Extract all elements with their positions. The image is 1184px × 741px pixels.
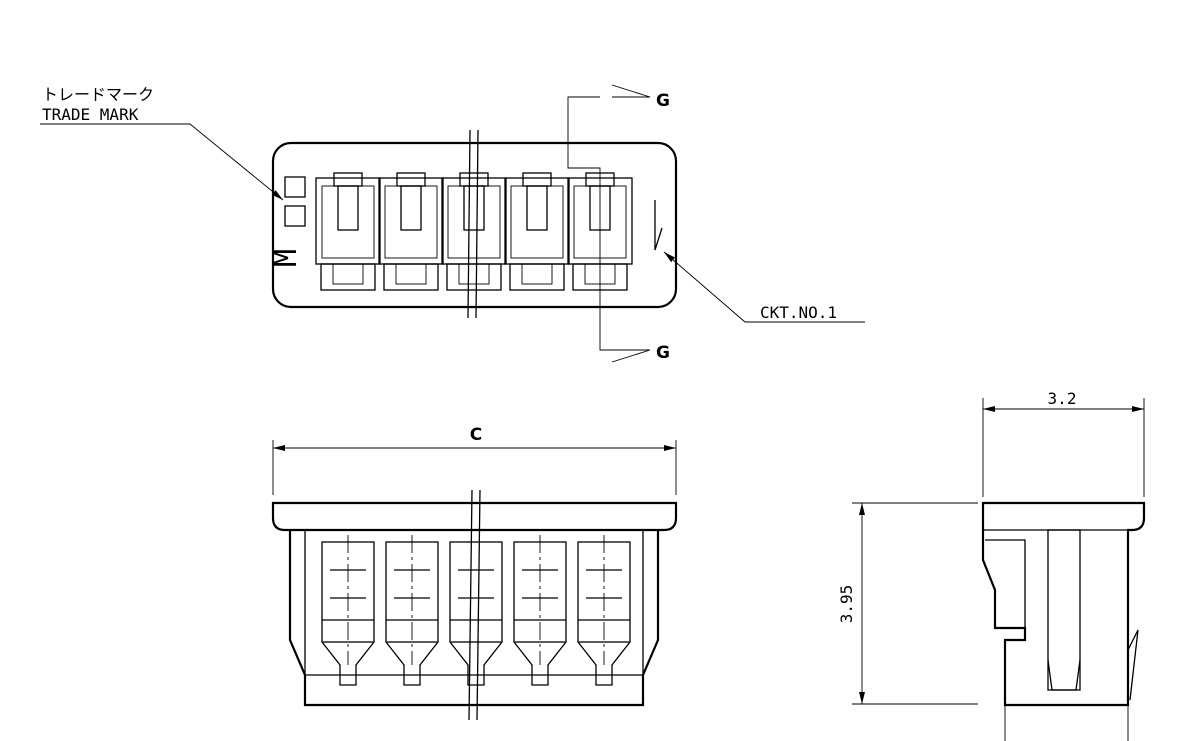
side-latch [985, 539, 1026, 628]
front-view: C [271, 425, 678, 721]
side-body-outline [981, 501, 1146, 707]
front-cavity [449, 541, 503, 686]
top-view: M [40, 84, 865, 363]
section-label-bottom: G [656, 343, 670, 363]
dimension-width-label: 3.2 [1048, 389, 1077, 408]
front-cavity [385, 535, 439, 686]
dimension-c-label: C [470, 425, 482, 445]
break-line [475, 129, 479, 319]
section-label-top: G [656, 91, 670, 111]
front-cavity [321, 535, 375, 686]
ckt-leader [663, 251, 865, 323]
top-cavity [504, 172, 570, 291]
top-cavity [441, 172, 507, 291]
top-view-body-outline [271, 141, 678, 309]
top-cavity [315, 172, 381, 291]
dimension-height-label: 3.95 [837, 585, 856, 624]
break-line [468, 489, 473, 721]
side-terminal-slot [1047, 529, 1081, 691]
front-cavity [513, 535, 567, 686]
trade-mark-en-label: TRADE MARK [42, 105, 139, 124]
section-arrow-bottom [611, 349, 651, 363]
front-flange [271, 501, 678, 532]
trade-mark-leader [40, 123, 284, 201]
side-view: 3.2 3.95 [837, 389, 1146, 741]
circuit-one-mark [654, 200, 663, 251]
trade-mark-jp-label: トレードマーク [42, 85, 154, 104]
trade-mark-square-2 [284, 205, 306, 227]
side-lance [1127, 629, 1139, 701]
front-cavity [577, 535, 631, 686]
ckt-no-label: CKT.NO.1 [760, 303, 837, 322]
trade-mark-square-1 [284, 176, 306, 198]
break-line [476, 489, 481, 721]
front-body-outline [288, 530, 660, 707]
top-cavity [378, 172, 444, 291]
trade-mark-letter: M [269, 249, 304, 267]
break-line [467, 129, 471, 319]
section-line-g [567, 96, 612, 351]
section-arrow-top [611, 84, 651, 98]
